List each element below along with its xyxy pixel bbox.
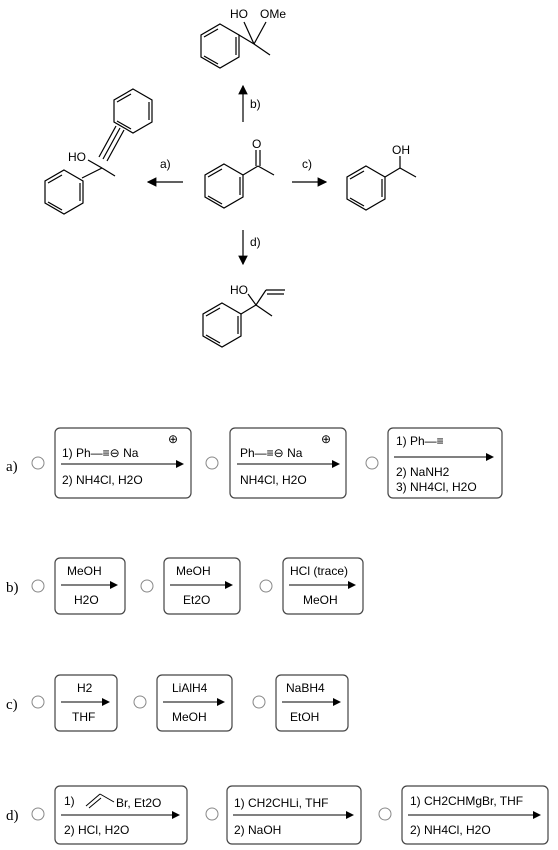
option-a-2-box[interactable] (229, 427, 347, 499)
secondary-alcohol-structure (346, 156, 417, 211)
option-a-3-line3: 3) NH4Cl, H2O (396, 480, 477, 494)
radio-a-2[interactable] (205, 456, 219, 470)
hemiacetal-ho-label: HO (230, 7, 248, 21)
radio-b-3[interactable] (259, 579, 273, 593)
option-d-2-line2: 2) NaOH (234, 823, 281, 837)
arrow-c-label: c) (302, 157, 312, 171)
radio-a-1[interactable] (31, 456, 45, 470)
option-a-2-line1: Ph—≡⊖ Na (240, 446, 303, 460)
option-d-2-line1: 1) CH2CHLi, THF (234, 796, 328, 810)
option-b-2-box[interactable] (163, 557, 241, 615)
propargyl-ho-label: HO (68, 150, 86, 164)
radio-a-3[interactable] (365, 456, 379, 470)
option-d-1-line1b: Br, Et2O (116, 796, 161, 810)
radio-d-3[interactable] (378, 807, 392, 821)
option-c-2-box[interactable] (156, 674, 233, 732)
option-b-2-top: MeOH (176, 564, 211, 578)
hemiacetal-structure (200, 21, 271, 69)
allyl-ho-label: HO (230, 283, 248, 297)
option-a-3-line2: 2) NaNH2 (396, 465, 450, 479)
option-c-1-bottom: THF (72, 710, 95, 724)
radio-d-1[interactable] (31, 807, 45, 821)
question-c-label: c) (6, 697, 18, 713)
option-b-3-top: HCl (trace) (290, 564, 348, 578)
option-a-1-line1: 1) Ph—≡⊖ Na (62, 446, 139, 460)
option-c-2-top: LiAlH4 (172, 681, 208, 695)
hemiacetal-ome-label: OMe (260, 7, 286, 21)
option-c-1-top: H2 (77, 681, 93, 695)
option-c-1-box[interactable] (54, 674, 118, 732)
option-c-3-box[interactable] (275, 674, 349, 732)
option-a-1-line2: 2) NH4Cl, H2O (62, 473, 143, 487)
ketone-oxygen-label: O (252, 137, 261, 151)
option-d-1-vinyl-bonds (85, 793, 115, 809)
option-c-2-bottom: MeOH (172, 710, 207, 724)
question-b-label: b) (6, 580, 19, 596)
radio-d-2[interactable] (205, 807, 219, 821)
arrow-b-label: b) (250, 97, 261, 111)
option-b-1-bottom: H2O (74, 593, 99, 607)
option-a-2-charge: ⊕ (321, 432, 331, 446)
option-a-2-line2: NH4Cl, H2O (240, 473, 307, 487)
option-d-3-line2: 2) NH4Cl, H2O (410, 823, 491, 837)
option-c-3-bottom: EtOH (290, 710, 319, 724)
option-a-3-box[interactable] (387, 427, 503, 499)
option-c-3-top: NaBH4 (286, 681, 325, 695)
option-b-2-bottom: Et2O (183, 593, 210, 607)
allylic-alcohol-structure (202, 289, 285, 348)
option-b-1-box[interactable] (54, 557, 126, 615)
radio-c-3[interactable] (252, 695, 266, 709)
radio-b-2[interactable] (140, 579, 154, 593)
option-b-3-bottom: MeOH (303, 593, 338, 607)
alcohol-oh-label: OH (392, 143, 410, 157)
option-b-3-box[interactable] (282, 557, 364, 615)
question-a-label: a) (6, 459, 18, 475)
option-d-3-line1: 1) CH2CHMgBr, THF (410, 794, 523, 808)
question-d-label: d) (6, 808, 19, 824)
option-b-1-top: MeOH (67, 564, 102, 578)
radio-c-2[interactable] (133, 695, 147, 709)
option-a-3-line1: 1) Ph—≡ (396, 434, 444, 448)
propargyl-alcohol-structure (44, 88, 153, 215)
arrow-d-label: d) (250, 235, 261, 249)
radio-b-1[interactable] (31, 579, 45, 593)
option-a-1-box[interactable] (54, 427, 192, 499)
option-d-1-line1: 1) (64, 794, 75, 808)
option-a-1-charge: ⊕ (168, 432, 178, 446)
acetophenone-structure (204, 150, 275, 209)
option-d-1-line2: 2) HCl, H2O (64, 823, 129, 837)
arrow-a-label: a) (160, 157, 171, 171)
radio-c-1[interactable] (31, 695, 45, 709)
